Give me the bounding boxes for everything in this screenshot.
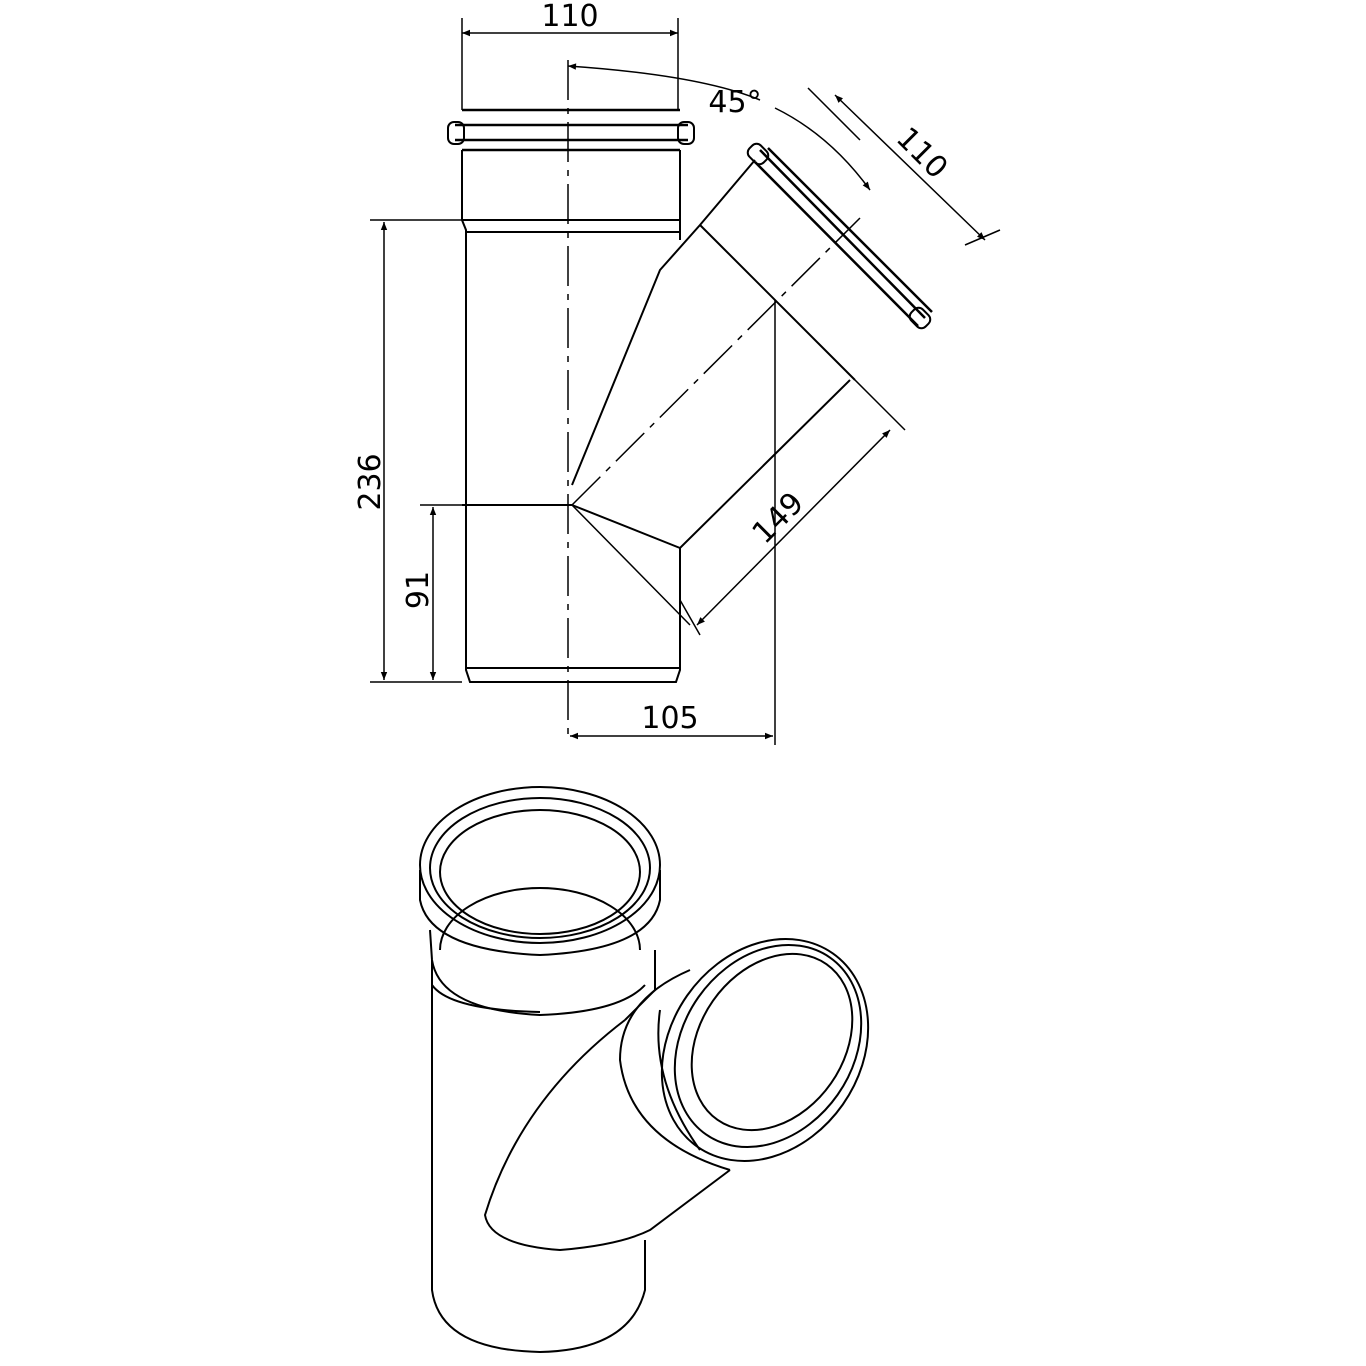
dim-main-diameter: 110 [541, 0, 598, 34]
dim-branch-offset: 105 [641, 701, 698, 736]
dimensions [370, 18, 1001, 740]
front-view [447, 60, 933, 745]
isometric-view [419, 786, 870, 1354]
dim-overall-length: 236 [353, 453, 388, 510]
dim-branch-height: 91 [401, 571, 436, 609]
dim-branch-diameter: 110 [889, 121, 954, 186]
dim-branch-angle: 45° [708, 85, 761, 120]
dim-branch-length: 149 [746, 486, 811, 551]
